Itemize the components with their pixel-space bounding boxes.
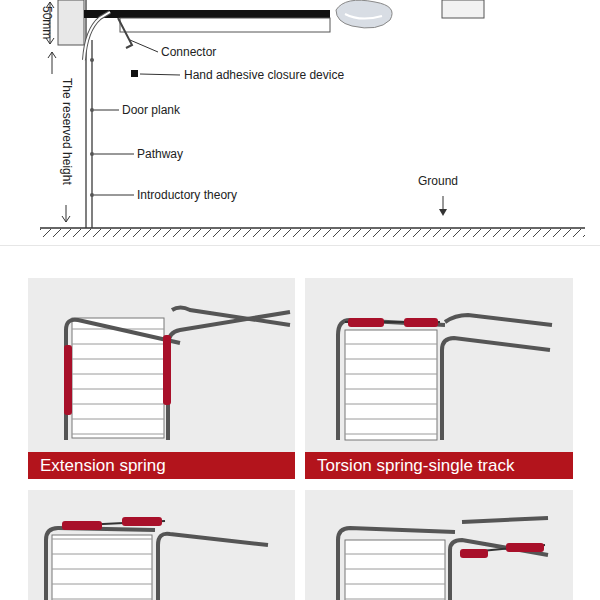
dimension-label: The reserved height	[60, 78, 74, 185]
part-label: Ground	[418, 174, 458, 188]
part-label: Pathway	[137, 147, 183, 161]
caption-band: Torsion spring-single track	[305, 452, 573, 479]
part-label: Hand adhesive closure device	[184, 68, 344, 82]
caption-text: Torsion spring-single track	[317, 456, 514, 476]
caption-band: Extension spring	[28, 452, 295, 479]
caption-text: Extension spring	[40, 456, 166, 476]
part-label: Connector	[161, 45, 216, 59]
part-label: Introductory theory	[137, 188, 237, 202]
dimension-label: 50mm	[40, 6, 54, 39]
part-label: Door plank	[122, 103, 180, 117]
